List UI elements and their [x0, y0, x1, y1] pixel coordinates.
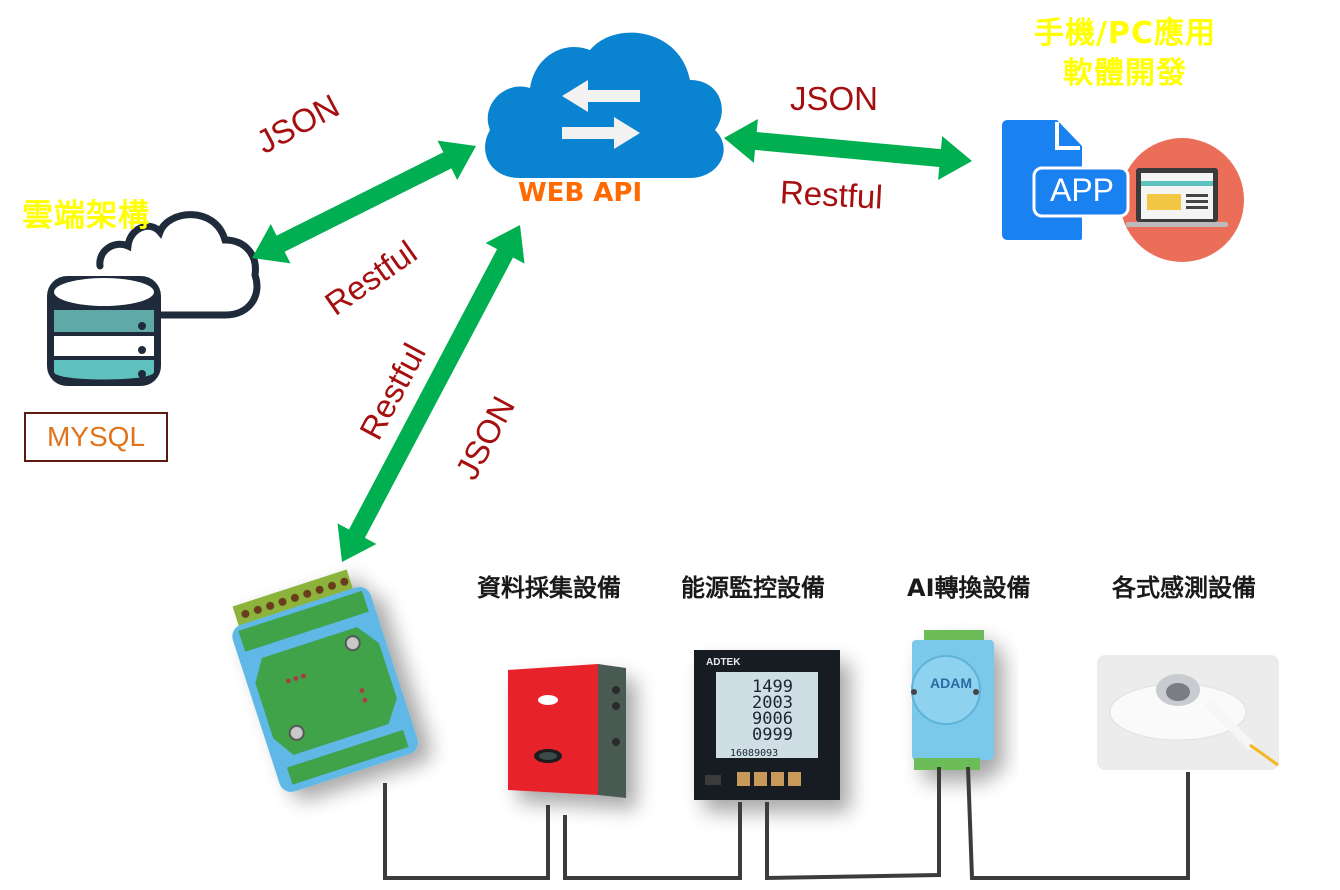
arrow-right-icon [562, 117, 640, 149]
meter-reading: 16089093 [730, 748, 778, 759]
web-api-label: WEB API [518, 178, 643, 208]
meter-reading: 1499 [752, 677, 793, 697]
web-api-cloud-icon [485, 32, 724, 179]
device-wiring [383, 766, 1190, 881]
arrow-webapi-cloud [252, 140, 476, 264]
cloud-architecture-title: 雲端架構 [22, 198, 150, 234]
adam-brand: ADAM [930, 675, 972, 691]
laptop-circle-icon [1120, 138, 1244, 262]
meter-reading: 2003 [752, 693, 793, 713]
cloud-outline-icon [96, 211, 261, 319]
iot-gateway-device [232, 569, 419, 792]
data-acquisition-device [508, 664, 626, 798]
arrow-webapi-app [724, 119, 972, 180]
adam-module-device: ADAM [911, 630, 994, 770]
device-label-sensor: 各式感測設備 [1112, 574, 1256, 602]
json-label-app: JSON [790, 80, 879, 117]
arrow-webapi-gateway [337, 225, 525, 562]
app-dev-title: 手機/PC應用 軟體開發 [1010, 14, 1240, 94]
device-label-data-acquisition: 資料採集設備 [477, 574, 621, 602]
pyranometer-sensor-device [1097, 655, 1279, 770]
database-icon [47, 276, 161, 386]
app-dev-title-line1: 手機/PC應用 [1034, 16, 1216, 51]
mysql-label-box: MYSQL [24, 412, 168, 462]
meter-reading: 0999 [752, 725, 793, 745]
device-label-ai-converter: AI轉換設備 [907, 574, 1031, 602]
arrow-left-icon [562, 80, 640, 112]
app-badge [1032, 166, 1130, 218]
device-label-energy-monitor: 能源監控設備 [681, 574, 825, 602]
meter-brand: ADTEK [706, 657, 741, 668]
app-badge-text: APP [1049, 172, 1115, 208]
meter-reading: 9006 [752, 709, 793, 729]
mysql-label: MYSQL [46, 421, 146, 452]
app-dev-title-line2: 軟體開發 [1063, 56, 1187, 91]
restful-label-app: Restful [779, 173, 884, 216]
